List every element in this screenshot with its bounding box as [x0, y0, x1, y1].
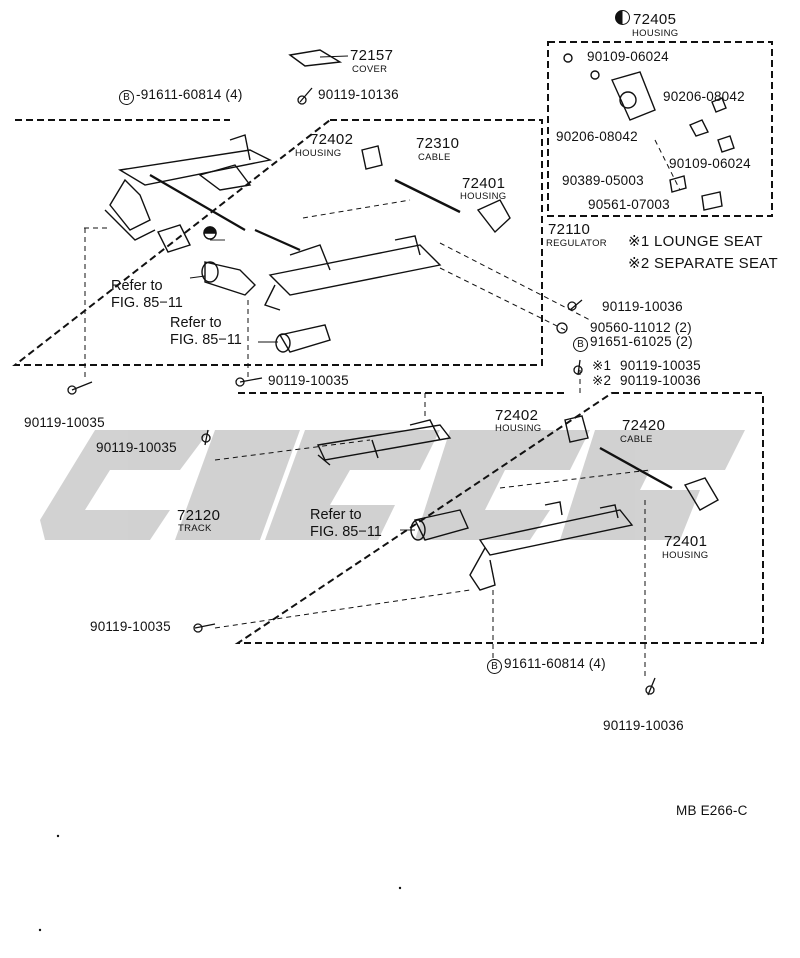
part-90561-07003: 90561-07003: [588, 197, 670, 212]
part-90119-10136: 90119-10136: [318, 87, 399, 102]
part-90206-08042-b: 90206-08042: [556, 129, 638, 144]
part-90119-10035-mid: 90119-10035: [96, 440, 177, 455]
housing-72401-top-caption: HOUSING: [460, 191, 507, 202]
cable-72420-caption: CABLE: [620, 434, 653, 445]
lower-track-frame: [316, 419, 634, 591]
upper-assembly-box: [12, 119, 543, 366]
housing-72405-caption: HOUSING: [632, 28, 679, 39]
legend-lounge-seat: ※1 LOUNGE SEAT: [628, 233, 763, 250]
part-90119-10036-star: 90119-10036: [620, 373, 701, 388]
part-90109-06024-a: 90109-06024: [587, 49, 669, 64]
star2-marker: ※2: [592, 373, 612, 388]
motor-middle: [275, 324, 331, 353]
part-90119-10036-mid: 90119-10036: [602, 299, 683, 314]
lower-assembly-box: [234, 392, 764, 644]
part-90119-10036-bottom: 90119-10036: [603, 718, 684, 733]
housing-72402-bottom: [564, 415, 589, 443]
legend-separate-seat: ※2 SEPARATE SEAT: [628, 255, 778, 272]
housing-72402-top: [361, 145, 383, 170]
cover-72157-caption: COVER: [352, 64, 388, 75]
housing-72405-id: 72405: [615, 10, 676, 28]
b-marker-icon: B: [487, 659, 502, 674]
cover-72157-id: 72157: [350, 47, 394, 64]
housing-72401-top: [476, 199, 511, 234]
part-90389-05003: 90389-05003: [562, 173, 644, 188]
housing-72401-bottom: [683, 477, 719, 511]
figure-code: MB E266-C: [676, 803, 748, 818]
track-72120-id: 72120: [177, 507, 221, 524]
housing-72405: [611, 71, 656, 121]
housing-detail-box: [547, 41, 773, 217]
part-90119-10035-left: 90119-10035: [24, 415, 105, 430]
housing-72401-bottom-id: 72401: [664, 533, 708, 550]
housing-72401-bottom-caption: HOUSING: [662, 550, 709, 561]
housing-72402-bottom-id: 72402: [495, 407, 539, 424]
cable-72310-id: 72310: [416, 135, 460, 152]
housing-72402-top-id: 72402: [310, 131, 354, 148]
star1-marker: ※1: [592, 358, 612, 373]
regulator-72110-caption: REGULATOR: [546, 238, 607, 249]
part-90119-10035-lower: 90119-10035: [268, 373, 349, 388]
cable-72420: [599, 446, 673, 490]
housing-72401-top-id: 72401: [462, 175, 506, 192]
part-90109-06024-b: 90109-06024: [669, 156, 751, 171]
cable-72310-caption: CABLE: [418, 152, 451, 163]
housing-72402-top-caption: HOUSING: [295, 148, 342, 159]
housing-72402-bottom-caption: HOUSING: [495, 423, 542, 434]
motor-upper: [201, 261, 256, 296]
part-90560-11012: 90560-11012 (2): [590, 320, 692, 335]
b-marker-icon: B: [573, 337, 588, 352]
upper-regulator-frame: [104, 134, 442, 311]
part-90119-10035-bottom: 90119-10035: [90, 619, 171, 634]
bolts: [67, 87, 656, 696]
part-90206-08042-a: 90206-08042: [663, 89, 745, 104]
cable-72420-id: 72420: [622, 417, 666, 434]
cover-72157: [288, 49, 343, 67]
gear-block: [157, 224, 191, 253]
part-90119-10035-star: 90119-10035: [620, 358, 701, 373]
b-marker-icon: B: [119, 90, 134, 105]
half-circle-icon: [615, 10, 630, 25]
cable-72310: [394, 178, 461, 214]
part-91611-top: B-91611-60814 (4): [119, 87, 243, 105]
track-72120-caption: TRACK: [178, 523, 212, 534]
regulator-72110-id: 72110: [548, 221, 591, 238]
